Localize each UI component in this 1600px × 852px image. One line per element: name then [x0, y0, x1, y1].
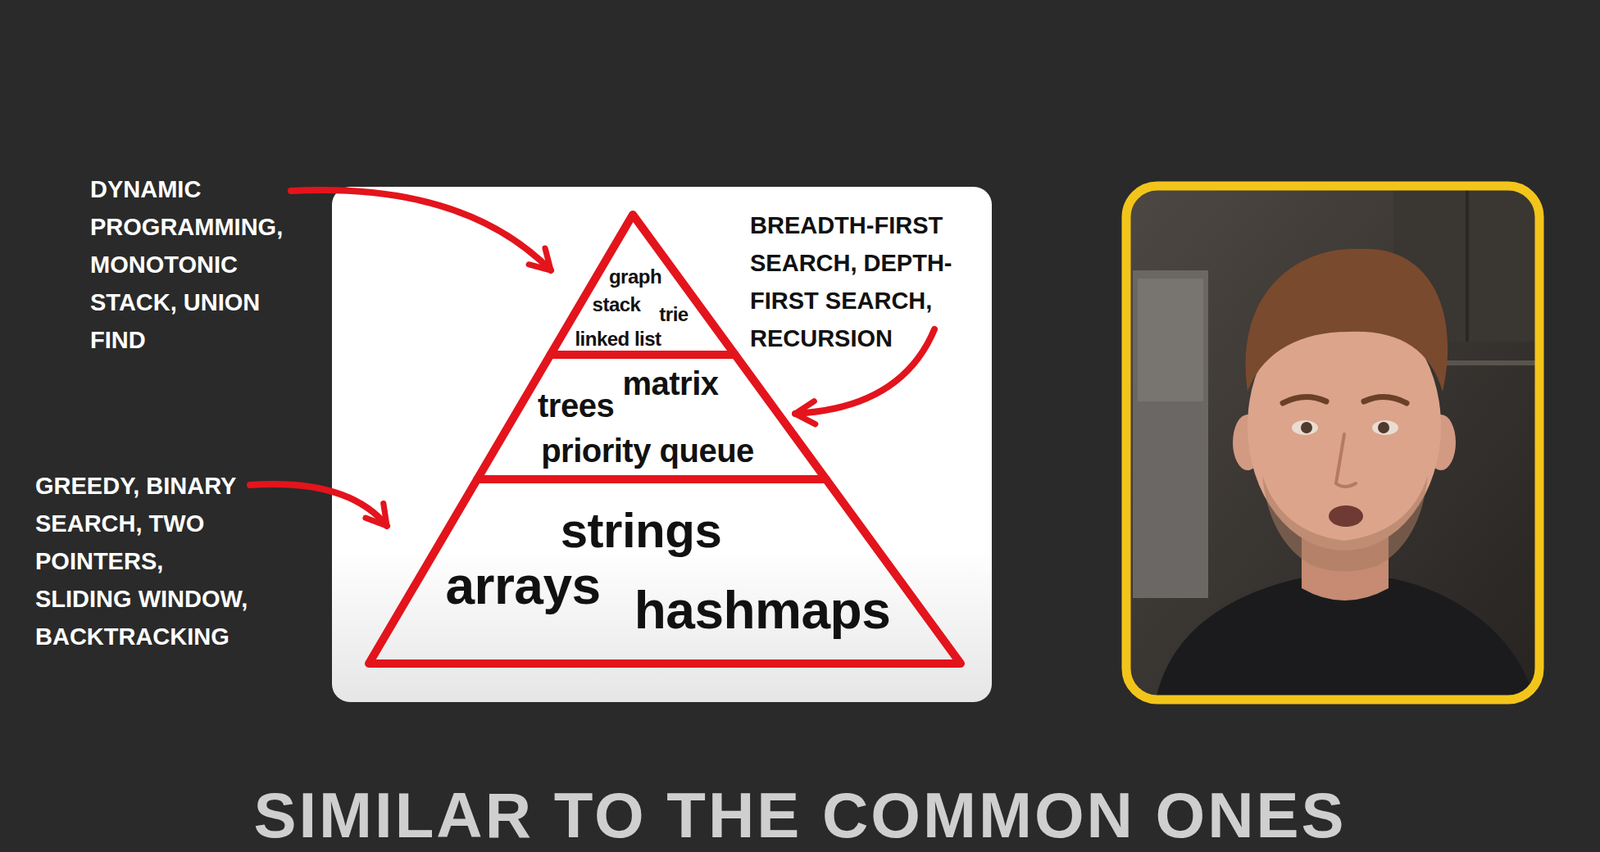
- annotation-text: BREADTH-FIRST SEARCH, DEPTH-FIRST SEARCH…: [750, 206, 984, 358]
- topic-word: arrays: [445, 559, 600, 613]
- caption-text: SIMILAR TO THE COMMON ONES: [0, 783, 1600, 848]
- topic-word: priority queue: [540, 432, 755, 469]
- band-polygon: [550, 214, 736, 355]
- pyramid-band: graph stack trie linked list: [540, 204, 746, 365]
- topic-word: trie: [659, 304, 688, 325]
- topic-word: hashmaps: [634, 584, 891, 637]
- topic-word: strings: [560, 506, 723, 556]
- band-polygon: [368, 479, 961, 664]
- pyramid-band: stringsarrays hashmaps: [359, 469, 971, 674]
- band-polygon: [477, 354, 827, 480]
- white-card: [331, 186, 992, 703]
- photo-frame: [1126, 186, 1540, 700]
- topic-word: matrix: [622, 365, 719, 402]
- annotation-text: GREEDY, BINARY SEARCH, TWO POINTERS, SLI…: [35, 467, 257, 656]
- topic-word: stack: [592, 295, 641, 315]
- topic-word: trees: [537, 387, 614, 424]
- presenter-photo: [1126, 186, 1540, 700]
- annotation-text: DYNAMIC PROGRAMMING, MONOTONIC STACK, UN…: [90, 170, 312, 360]
- topic-word: linked list: [574, 329, 661, 350]
- leader-arrow: [250, 484, 387, 527]
- topic-word: graph: [609, 267, 662, 287]
- pyramid-band: matrixtrees priority queue: [467, 345, 837, 490]
- leader-arrow: [290, 190, 551, 271]
